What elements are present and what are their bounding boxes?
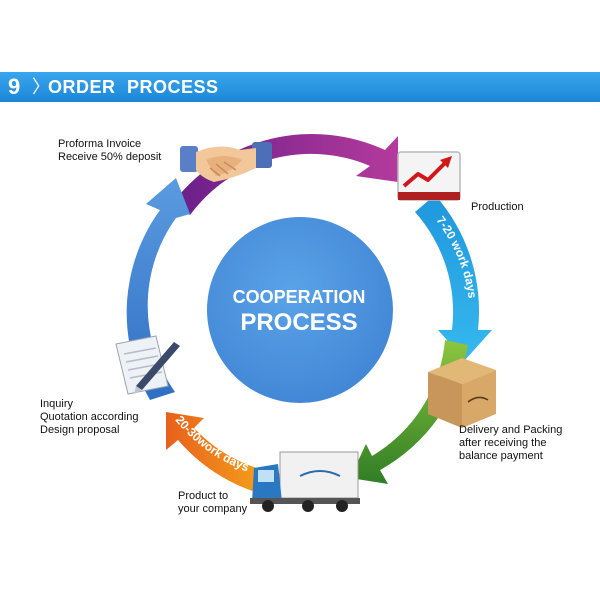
center-label: COOPERATION PROCESS xyxy=(204,286,394,338)
document-pen-icon xyxy=(115,335,180,395)
box-icon xyxy=(428,358,496,428)
chevron-right-icon: 〉 xyxy=(32,77,50,97)
header-banner: 9 〉 ORDER PROCESS xyxy=(0,72,600,102)
chart-up-icon xyxy=(397,151,461,201)
page-title: ORDER PROCESS xyxy=(48,77,219,97)
step-inquiry-label: Inquiry Quotation according Design propo… xyxy=(40,398,139,436)
center-line-1: COOPERATION xyxy=(232,287,366,307)
step-production-label: Production xyxy=(471,201,524,213)
arc-segment-light-blue xyxy=(415,195,492,360)
step-proforma-label: Proforma Invoice Receive 50% deposit xyxy=(58,138,162,163)
center-circle xyxy=(207,217,393,403)
handshake-icon xyxy=(180,142,272,182)
step-delivery-label: Delivery and Packing after receiving the… xyxy=(459,424,563,462)
truck-icon xyxy=(250,451,360,512)
center-line-2: PROCESS xyxy=(240,309,358,336)
section-number: 9 xyxy=(8,74,21,99)
step-product-label: Product to your company xyxy=(178,490,248,515)
